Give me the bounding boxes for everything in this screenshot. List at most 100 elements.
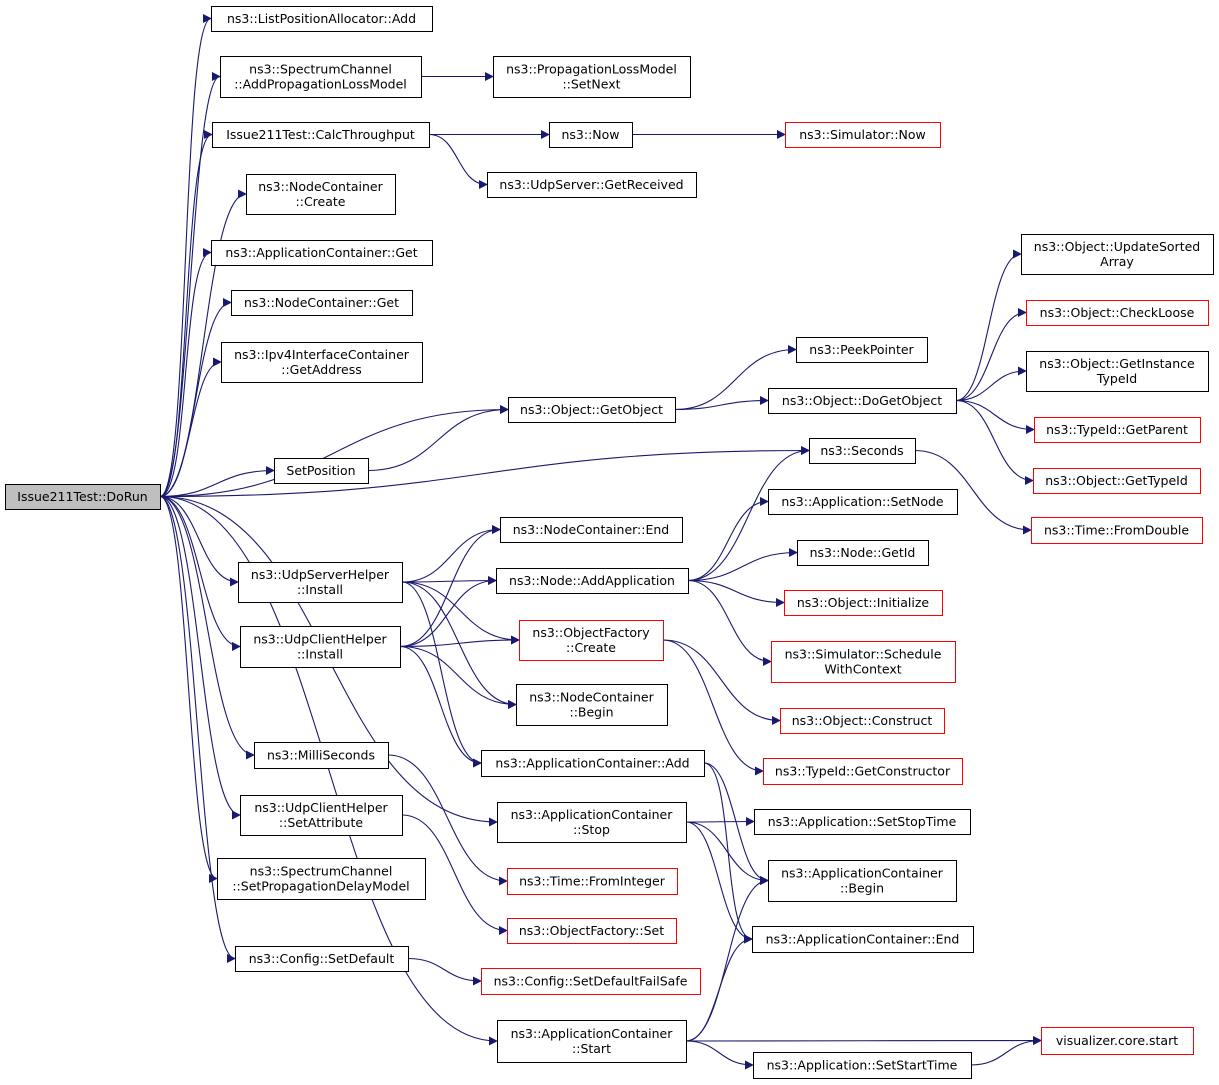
edge-doRun-to-milliSeconds (159, 495, 255, 760)
node-box-doRun (5, 484, 161, 510)
node-box-getInstTid (1026, 351, 1209, 392)
node-getObject[interactable]: ns3::Object::GetObject (508, 397, 676, 423)
node-box-acStop (497, 802, 687, 843)
node-label-ncCreate-0: ns3::NodeContainer (258, 179, 383, 194)
node-label-acBegin-1: ::Begin (840, 881, 884, 896)
edge-acStart-to-appSetStart (685, 1040, 754, 1070)
node-seconds[interactable]: ns3::Seconds (809, 438, 916, 464)
node-label-objConstruct-0: ns3::Object::Construct (792, 713, 933, 728)
node-box-appSetStart (753, 1052, 972, 1079)
node-simNow[interactable]: ns3::Simulator::Now (785, 122, 941, 148)
node-peekPtr[interactable]: ns3::PeekPointer (796, 337, 928, 363)
node-ncCreate[interactable]: ns3::NodeContainer::Create (246, 174, 396, 215)
edge-doGetObject-to-objTypeId (955, 399, 1034, 485)
node-calcTp[interactable]: Issue211Test::CalcThroughput (212, 122, 430, 148)
node-box-ncCreate (246, 174, 396, 215)
node-objTypeId[interactable]: ns3::Object::GetTypeId (1033, 468, 1201, 494)
node-acStop[interactable]: ns3::ApplicationContainer::Stop (497, 802, 687, 843)
edge-doRun-to-getObject (159, 405, 509, 498)
node-label-appSetStop-0: ns3::Application::SetStopTime (768, 814, 957, 829)
node-objInit[interactable]: ns3::Object::Initialize (784, 590, 943, 616)
node-acAdd[interactable]: ns3::ApplicationContainer::Add (481, 750, 705, 777)
node-acEnd[interactable]: ns3::ApplicationContainer::End (752, 926, 974, 953)
node-acBegin[interactable]: ns3::ApplicationContainer::Begin (768, 860, 957, 902)
edge-doRun-to-udpSrvInstall (159, 495, 239, 587)
node-objConstruct[interactable]: ns3::Object::Construct (780, 708, 945, 734)
edge-udpCliInstall-to-ofCreate (399, 635, 520, 648)
node-label-doRun-0: Issue211Test::DoRun (17, 489, 147, 504)
node-listAdd[interactable]: ns3::ListPositionAllocator::Add (211, 6, 433, 32)
edge-acStop-to-appSetStop (685, 817, 755, 827)
node-appSetStop[interactable]: ns3::Application::SetStopTime (754, 809, 971, 835)
node-doGetObject[interactable]: ns3::Object::DoGetObject (768, 388, 957, 414)
node-label-setPropDelay-1: ::SetPropagationDelayModel (232, 879, 409, 894)
node-box-acEnd (752, 926, 974, 953)
edge-doGetObject-to-tidParent (955, 399, 1035, 434)
node-label-acBegin-0: ns3::ApplicationContainer (781, 866, 944, 881)
edge-nodeAddApp-to-nodeGetId (687, 548, 798, 582)
node-label-doGetObject-0: ns3::Object::DoGetObject (782, 393, 942, 408)
node-box-tidGetCtor (763, 758, 963, 785)
node-ofCreate[interactable]: ns3::ObjectFactory::Create (519, 620, 664, 661)
node-ipv4Addr[interactable]: ns3::Ipv4InterfaceContainer::GetAddress (221, 342, 423, 383)
node-box-objTypeId (1033, 468, 1201, 494)
node-nodeAddApp[interactable]: ns3::Node::AddApplication (496, 568, 689, 594)
node-setPosition[interactable]: SetPosition (274, 458, 369, 484)
node-label-udpSrvInstall-1: ::Install (297, 582, 343, 597)
node-nodeGetId[interactable]: ns3::Node::GetId (797, 540, 929, 566)
edge-udpSrvInstall-to-acAdd (401, 581, 482, 768)
node-timeFromDouble[interactable]: ns3::Time::FromDouble (1031, 517, 1203, 544)
node-setNext[interactable]: ns3::PropagationLossModel::SetNext (493, 56, 691, 98)
edge-ofCreate-to-tidGetCtor (662, 639, 764, 776)
edge-doRun-to-udpCliInstall (159, 495, 241, 651)
node-label-vizStart-0: visualizer.core.start (1056, 1033, 1178, 1048)
node-vizStart[interactable]: visualizer.core.start (1041, 1027, 1194, 1055)
node-setPropDelay[interactable]: ns3::SpectrumChannel::SetPropagationDela… (217, 858, 426, 900)
node-label-schedCtx-0: ns3::Simulator::Schedule (785, 647, 942, 662)
node-tidParent[interactable]: ns3::TypeId::GetParent (1034, 417, 1201, 443)
node-cfgSetDefault[interactable]: ns3::Config::SetDefault (235, 946, 409, 972)
node-ncEnd[interactable]: ns3::NodeContainer::End (500, 517, 683, 543)
node-ncGet[interactable]: ns3::NodeContainer::Get (231, 290, 413, 316)
node-label-acStop-1: ::Stop (573, 822, 610, 837)
node-milliSeconds[interactable]: ns3::MilliSeconds (254, 742, 389, 769)
edge-getObject-to-peekPtr (674, 345, 797, 411)
node-appSetStart[interactable]: ns3::Application::SetStartTime (753, 1052, 972, 1079)
node-label-updSorted-0: ns3::Object::UpdateSorted (1034, 239, 1200, 254)
edge-udpCliSetAttr-to-ofSet (401, 814, 508, 935)
node-label-objTypeId-0: ns3::Object::GetTypeId (1045, 473, 1188, 488)
edge-acStop-to-acEnd (685, 821, 753, 944)
edge-doRun-to-ipv4Addr (159, 357, 222, 498)
node-addProp[interactable]: ns3::SpectrumChannel::AddPropagationLoss… (220, 56, 422, 98)
edge-udpSrvInstall-to-nodeAddApp (401, 576, 497, 586)
node-getReceived[interactable]: ns3::UdpServer::GetReceived (487, 172, 697, 198)
node-label-udpCliInstall-0: ns3::UdpClientHelper (253, 632, 387, 647)
edge-seconds-to-timeFromDouble (914, 449, 1032, 535)
node-ncBegin[interactable]: ns3::NodeContainer::Begin (516, 684, 668, 726)
node-cfgSetDefaultFS[interactable]: ns3::Config::SetDefaultFailSafe (481, 968, 701, 995)
node-timeFromInt[interactable]: ns3::Time::FromInteger (507, 868, 678, 895)
edge-doRun-to-setPosition (159, 466, 275, 498)
node-box-checkLoose (1026, 300, 1209, 326)
node-checkLoose[interactable]: ns3::Object::CheckLoose (1026, 300, 1209, 326)
node-ofSet[interactable]: ns3::ObjectFactory::Set (507, 918, 677, 944)
node-tidGetCtor[interactable]: ns3::TypeId::GetConstructor (763, 758, 963, 785)
edge-setPosition-to-getObject (367, 405, 509, 472)
node-box-cfgSetDefaultFS (481, 968, 701, 995)
node-udpSrvInstall[interactable]: ns3::UdpServerHelper::Install (238, 562, 403, 603)
node-box-acBegin (768, 860, 957, 902)
node-doRun[interactable]: Issue211Test::DoRun (5, 484, 161, 510)
node-udpCliSetAttr[interactable]: ns3::UdpClientHelper::SetAttribute (240, 795, 403, 836)
node-acGet[interactable]: ns3::ApplicationContainer::Get (211, 240, 433, 266)
node-label-acEnd-0: ns3::ApplicationContainer::End (766, 932, 960, 947)
node-appSetNode[interactable]: ns3::Application::SetNode (768, 489, 958, 515)
node-label-appSetStart-0: ns3::Application::SetStartTime (767, 1058, 958, 1073)
node-now[interactable]: ns3::Now (549, 122, 633, 148)
node-label-cfgSetDefaultFS-0: ns3::Config::SetDefaultFailSafe (494, 974, 688, 989)
node-acStart[interactable]: ns3::ApplicationContainer::Start (497, 1020, 687, 1063)
node-label-acStart-1: ::Start (572, 1041, 611, 1056)
node-udpCliInstall[interactable]: ns3::UdpClientHelper::Install (240, 626, 401, 668)
